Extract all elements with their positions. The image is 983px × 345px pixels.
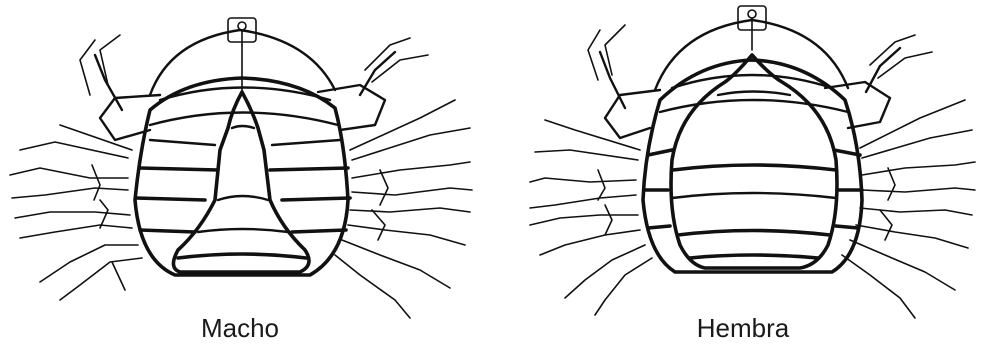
female-abdomen [671,55,837,268]
female-mouthparts [738,6,766,50]
male-sternum [135,78,350,275]
male-legs-right [335,38,472,318]
male-crab-figure [10,18,472,318]
female-legs-left [530,25,652,315]
male-legs-left [10,35,142,300]
male-caption: Macho [201,313,279,344]
female-caption: Hembra [697,313,789,344]
female-crab-figure [530,6,975,318]
male-abdomen [173,92,309,272]
